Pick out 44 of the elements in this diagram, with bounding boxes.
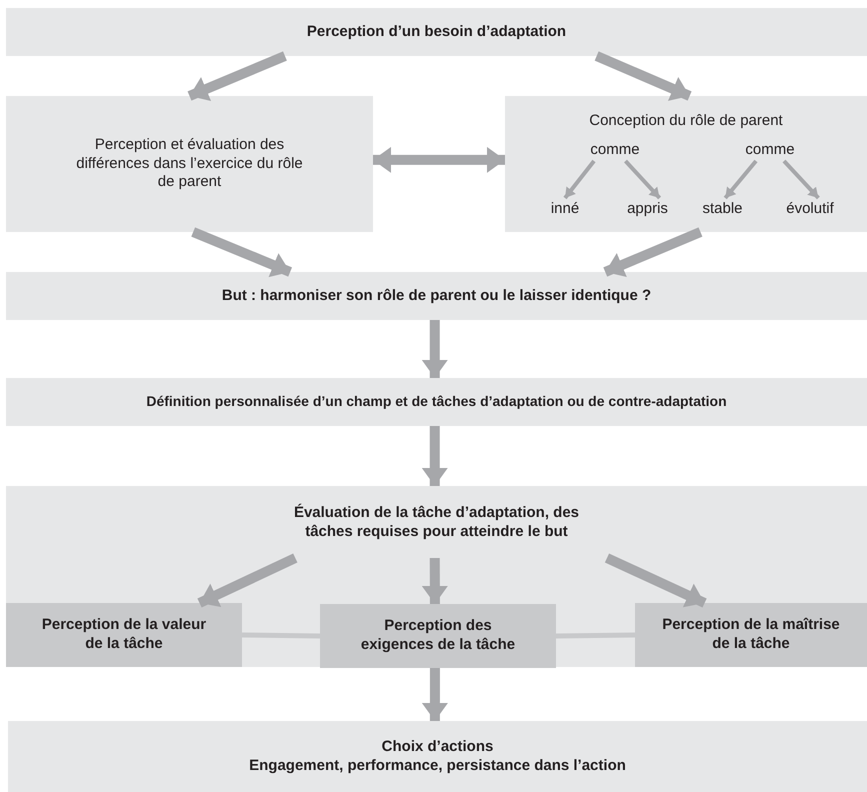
box-subtext: Engagement, performance, persistance dans l’action [249,756,626,776]
process-box [6,603,242,667]
connector-line [556,632,636,638]
process-box [6,378,867,426]
box-text: Conception du rôle de parent [589,112,783,131]
arrow [624,160,662,200]
process-box [6,486,867,558]
arrow [422,426,448,486]
box-text: Évaluation de la tâche d’adaptation, des tâches requises pour atteindre le but [292,504,580,542]
arrow [724,160,758,200]
process-box [6,272,867,320]
connector-line [242,632,320,638]
box-text: Perception de la maîtrise de la tâche [661,616,841,654]
text-label: comme [580,139,650,161]
arrow [563,160,596,200]
box-text: Perception et évaluation des différences dans l’exercice du rôle de parent [75,136,304,192]
text-label: stable [695,198,750,220]
arrow [422,320,448,378]
process-box [320,604,556,668]
arrow [604,553,707,608]
box-text: Choix d’actions [382,738,494,756]
box-text: Définition personnalisée d’un champ et de tâches d’adaptation ou de contre-adaptation [146,393,727,411]
arrow [373,146,505,173]
box-text: Perception d’un besoin d’adaptation [306,22,566,42]
process-box [6,8,867,56]
arrow [782,160,820,200]
arrow [191,227,292,278]
process-box [8,721,867,792]
process-box [505,96,867,232]
arrow [603,227,702,278]
process-box [635,603,867,667]
text-label: appris [620,198,675,220]
arrow [422,558,448,604]
box-text: Perception des exigences de la tâche [360,617,516,655]
arrow [188,51,287,102]
box-text: But : harmoniser son rôle de parent ou le laisser identique ? [222,286,652,306]
arrow [422,668,448,721]
text-label: inné [545,198,585,220]
arrow [197,553,298,608]
process-box [6,96,373,232]
text-label: comme [735,139,805,161]
arrow [594,51,692,101]
text-label: évolutif [775,198,845,220]
box-text: Perception de la valeur de la tâche [40,616,208,654]
